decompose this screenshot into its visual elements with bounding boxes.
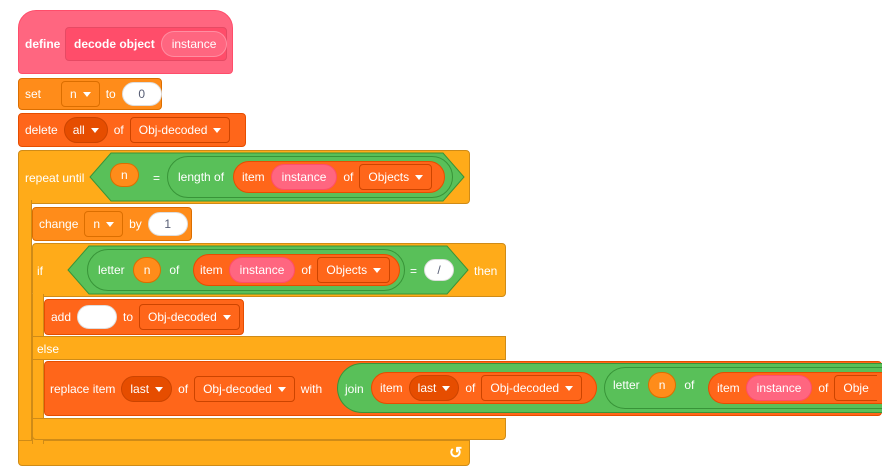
then-keyword: then	[474, 264, 498, 278]
if-footer	[32, 418, 506, 440]
change-block[interactable]: change n by 1	[32, 207, 192, 241]
chevron-down-icon	[415, 174, 424, 180]
else-bar	[32, 336, 506, 360]
delete-block[interactable]: delete all of Obj-decoded	[18, 113, 246, 147]
chevron-down-icon	[106, 221, 115, 227]
delete-keyword: delete	[25, 123, 58, 137]
item-last-reporter[interactable]: item last of Obj-decoded	[371, 372, 597, 404]
set-keyword: set	[25, 87, 42, 101]
change-by-label: by	[129, 217, 142, 231]
chevron-down-icon	[442, 385, 451, 391]
add-list-dropdown[interactable]: Obj-decoded	[139, 304, 240, 330]
else-keyword: else	[37, 342, 60, 356]
delete-list-dropdown[interactable]: Obj-decoded	[129, 117, 231, 143]
chevron-down-icon	[155, 386, 164, 392]
param-instance[interactable]: instance	[270, 164, 338, 190]
letter-row: letter n of	[613, 372, 694, 398]
chevron-down-icon	[90, 127, 99, 133]
define-row: define	[25, 31, 60, 57]
letter-var-n[interactable]: n	[647, 372, 677, 398]
define-name: decode object	[74, 37, 155, 51]
loop-arrow-icon: ↺	[449, 445, 463, 462]
if-arm	[32, 294, 44, 444]
chevron-down-icon	[82, 91, 91, 97]
replace-row: replace item last of Obj-decoded with	[50, 376, 322, 402]
item-reporter[interactable]: item instance of Objects	[193, 254, 400, 286]
chevron-down-icon	[277, 386, 286, 392]
add-to-label: to	[123, 310, 134, 324]
define-keyword: define	[25, 37, 61, 51]
repeat-until-arm	[18, 200, 32, 446]
list-dropdown-objects[interactable]: Objects	[317, 257, 391, 283]
param-instance[interactable]: instance	[228, 257, 296, 283]
chevron-down-icon	[213, 127, 222, 133]
add-block[interactable]: add to Obj-decoded	[44, 299, 244, 335]
repeat-until-footer	[18, 440, 470, 466]
change-var-dropdown[interactable]: n	[84, 211, 124, 237]
chevron-down-icon	[373, 267, 382, 273]
if-var-n[interactable]: n	[132, 257, 162, 283]
replace-which-dropdown[interactable]: last	[121, 376, 173, 402]
change-value-input[interactable]: 1	[147, 212, 188, 236]
repeat-keyword: repeat until	[25, 171, 85, 185]
list-dropdown-objects-partial[interactable]: Obje	[834, 375, 877, 401]
join-keyword: join	[345, 382, 364, 396]
chevron-down-icon	[565, 385, 574, 391]
chevron-down-icon	[222, 314, 231, 320]
change-keyword: change	[39, 217, 79, 231]
item-which-dropdown[interactable]: last	[408, 375, 460, 401]
set-block[interactable]: set n to 0	[18, 78, 162, 110]
item-reporter[interactable]: item instance of Obje	[708, 372, 882, 404]
define-prototype[interactable]: decode object instance	[65, 27, 228, 61]
delete-of-label: of	[113, 123, 124, 137]
param-instance[interactable]: instance	[160, 31, 228, 57]
replace-list-dropdown[interactable]: Obj-decoded	[194, 376, 295, 402]
list-dropdown-objects[interactable]: Objects	[359, 164, 433, 190]
repeat-var-n[interactable]: n	[110, 163, 139, 187]
set-var-dropdown[interactable]: n	[61, 81, 100, 107]
repeat-equals: =	[153, 171, 161, 185]
item-reporter[interactable]: item instance of Objects	[233, 161, 445, 193]
if-compare-input[interactable]: /	[424, 259, 454, 281]
delete-which-dropdown[interactable]: all	[63, 117, 108, 143]
if-keyword: if	[37, 264, 43, 278]
if-equals: =	[410, 264, 418, 278]
item-list-dropdown[interactable]: Obj-decoded	[481, 375, 583, 401]
set-value-input[interactable]: 0	[121, 82, 162, 106]
add-keyword: add	[51, 310, 72, 324]
set-to-label: to	[105, 87, 116, 101]
add-value-input[interactable]	[77, 305, 118, 329]
param-instance[interactable]: instance	[745, 375, 813, 401]
replace-keyword: replace item	[50, 382, 116, 396]
